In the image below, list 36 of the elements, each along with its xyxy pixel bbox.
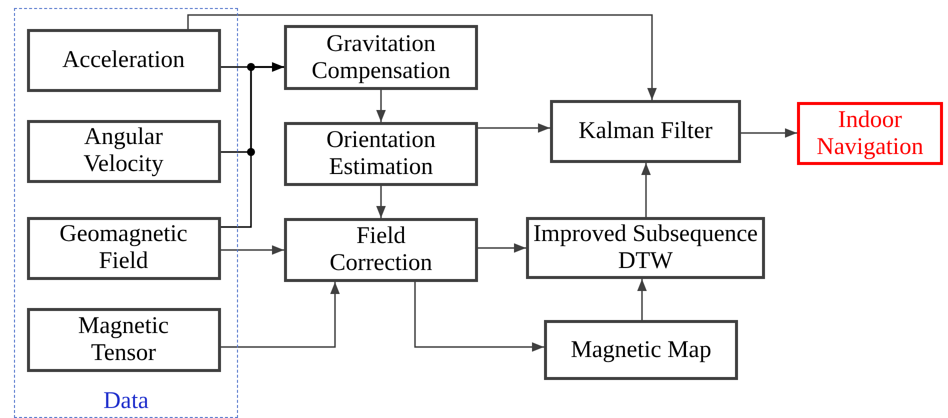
arrow: [637, 279, 647, 320]
box-label: Gravitation Compensation: [310, 30, 452, 84]
arrow: [376, 186, 386, 218]
process-box: [797, 102, 943, 165]
arrow: [187, 14, 657, 100]
process-box: [26, 28, 220, 92]
box-label: Indoor Navigation: [816, 106, 924, 160]
process-box: [284, 122, 478, 186]
box-label: Geomagnetic Field: [58, 221, 188, 275]
box-label: Angular Velocity: [82, 124, 164, 178]
arrow: [478, 243, 526, 253]
process-box: [26, 216, 220, 280]
box-label: Magnetic Map: [570, 336, 712, 364]
process-box: [26, 120, 220, 182]
process-box: [284, 218, 478, 282]
process-box: [526, 217, 765, 279]
arrow: [221, 62, 284, 228]
arrow: [414, 282, 544, 352]
process-box: [544, 320, 738, 380]
arrow: [478, 123, 550, 133]
box-label: Kalman Filter: [578, 118, 712, 145]
process-box: [550, 100, 741, 163]
arrow: [376, 90, 386, 122]
group-label: Data: [102, 388, 150, 415]
box-label: Improved Subsequence DTW: [532, 221, 759, 275]
group-frame: [14, 8, 238, 418]
process-box: [26, 308, 220, 372]
box-label: Field Correction: [328, 223, 434, 277]
box-label: Magnetic Tensor: [77, 312, 170, 366]
arrow: [221, 245, 284, 255]
box-label: Acceleration: [62, 46, 185, 74]
process-box: [284, 25, 478, 90]
arrow: [641, 163, 651, 217]
box-label: Orientation Estimation: [325, 127, 437, 181]
arrow: [741, 128, 797, 138]
arrow: [221, 282, 340, 348]
